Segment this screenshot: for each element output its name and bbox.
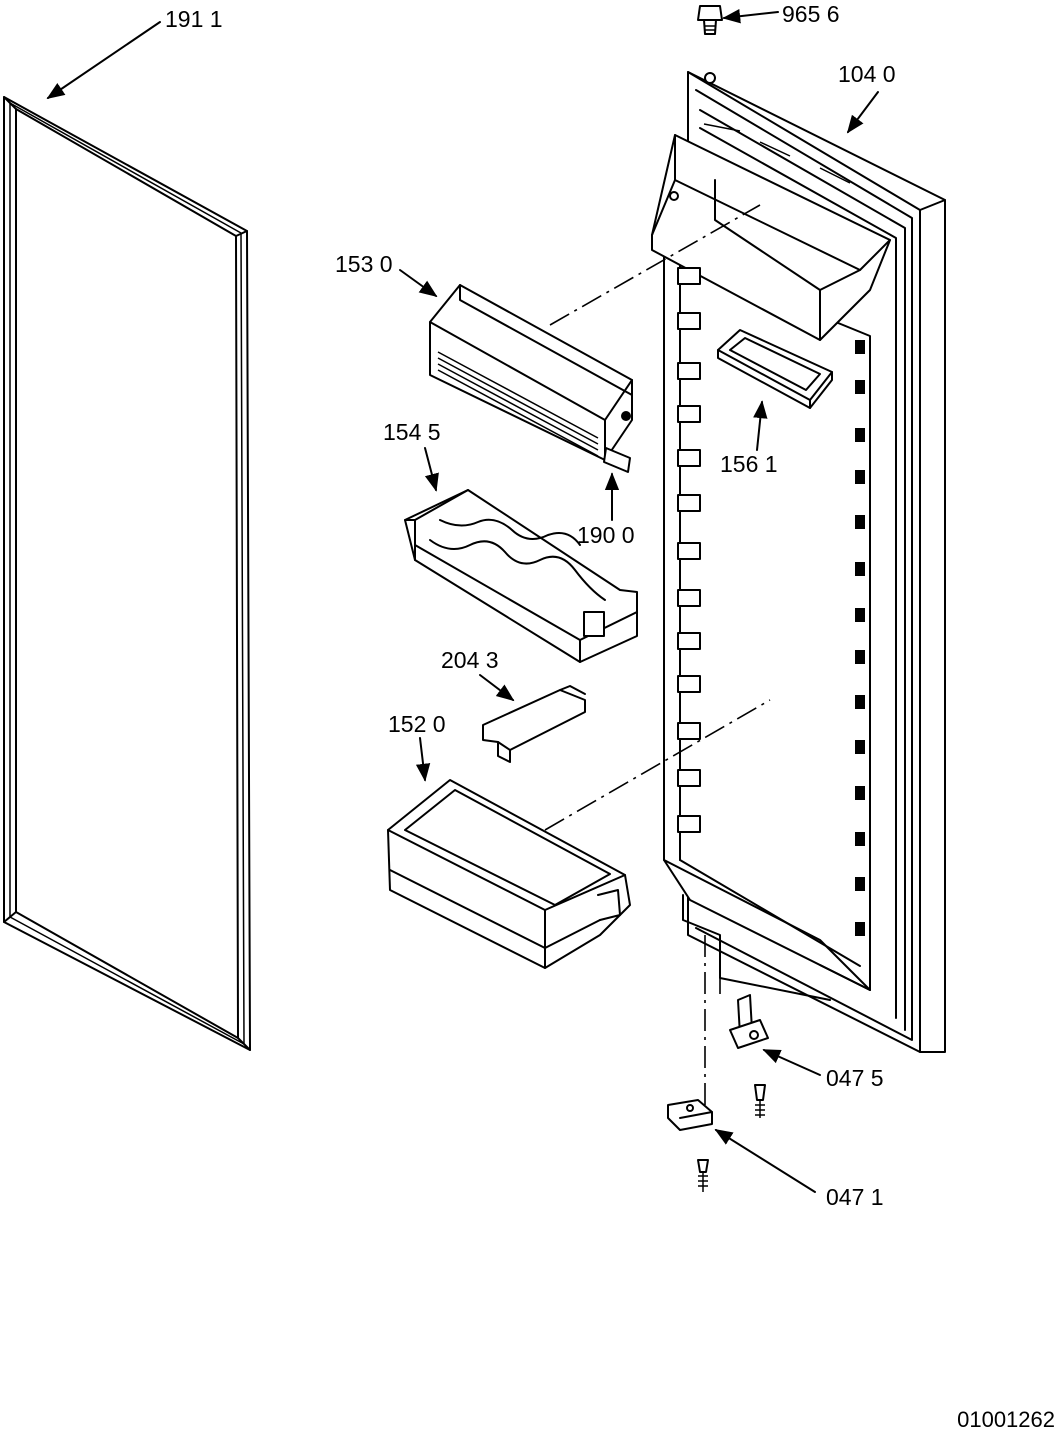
liner-ribs <box>677 267 701 833</box>
callout-156-1: 156 1 <box>720 451 778 477</box>
callout-191-1: 191 1 <box>165 6 223 32</box>
figure-number: 01001262 <box>957 1407 1055 1432</box>
callout-190-0: 190 0 <box>577 522 635 548</box>
callout-965-6: 965 6 <box>782 1 840 27</box>
lower-hinge <box>667 1099 713 1192</box>
callout-154-5: 154 5 <box>383 419 441 445</box>
egg-tray <box>404 489 638 663</box>
door-gasket <box>3 96 251 1051</box>
small-bin <box>717 329 833 409</box>
callout-047-5: 047 5 <box>826 1065 884 1091</box>
callout-104-0: 104 0 <box>838 61 896 87</box>
top-screw <box>697 5 723 35</box>
leader-arrows <box>46 9 879 1193</box>
assembly-lines <box>544 204 771 1110</box>
liner-ribs-right <box>855 340 865 936</box>
bracket <box>482 685 586 763</box>
callout-153-0: 153 0 <box>335 251 393 277</box>
callout-047-1: 047 1 <box>826 1184 884 1210</box>
dairy-door <box>429 284 633 473</box>
upper-hinge <box>729 994 769 1118</box>
bottle-bin <box>387 779 631 969</box>
callout-204-3: 204 3 <box>441 647 499 673</box>
door-liner <box>651 71 946 1053</box>
callout-152-0: 152 0 <box>388 711 446 737</box>
